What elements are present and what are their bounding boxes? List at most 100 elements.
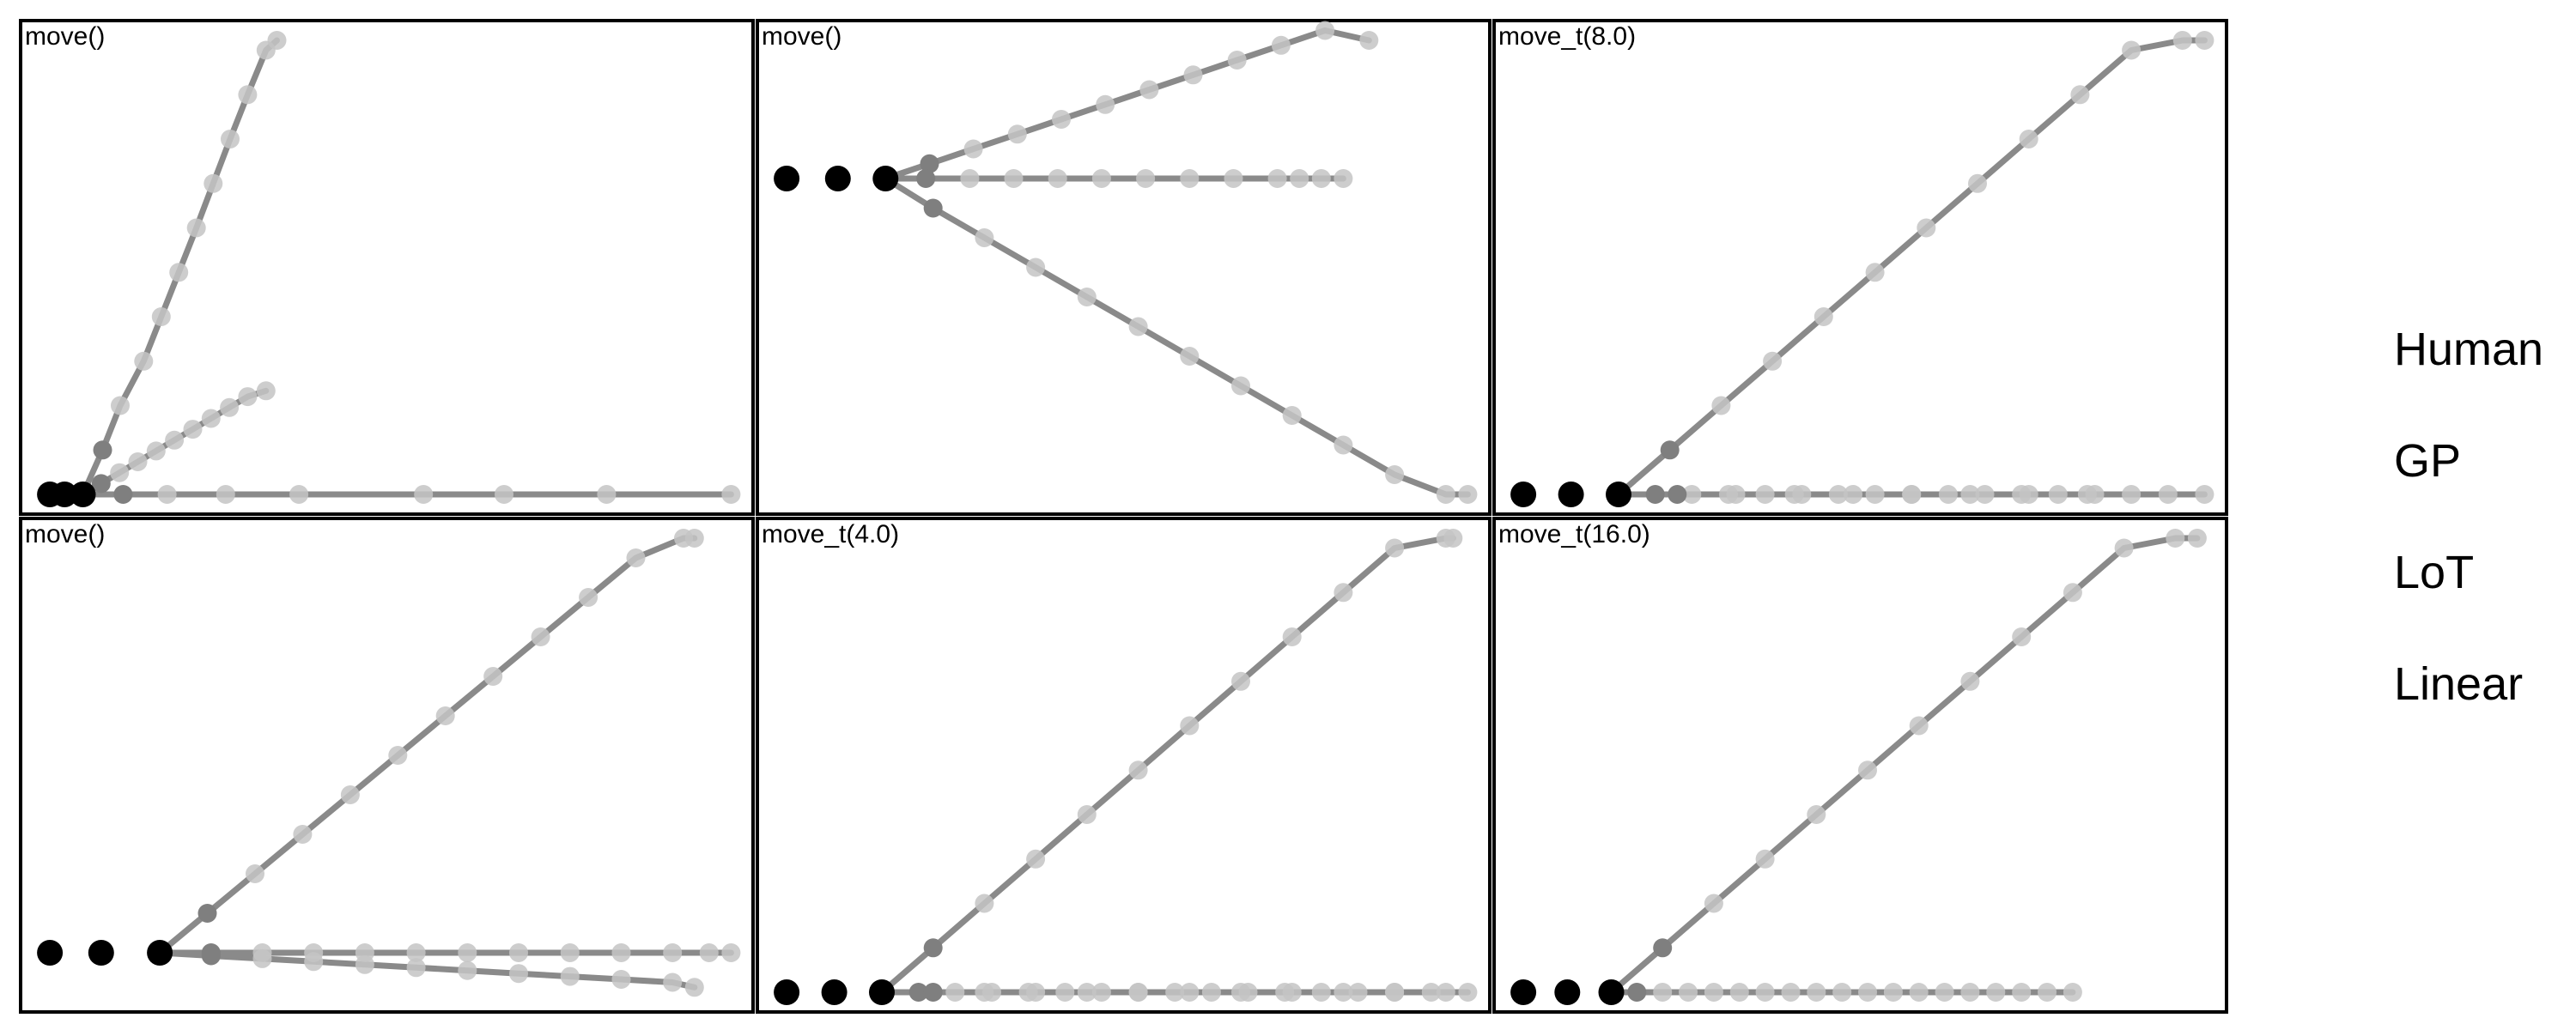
panel-4-series-2-point xyxy=(1385,983,1405,1002)
panel-3-series-1-point xyxy=(509,943,528,962)
panel-0-series-2-point xyxy=(157,485,177,504)
panel-0-series-2-point xyxy=(216,485,235,504)
panel-0-series-2-point xyxy=(495,485,513,504)
panel-5-series-0-line xyxy=(1608,535,2201,996)
panel-1-series-1-point xyxy=(1224,169,1243,188)
panel-3-series-1-point xyxy=(458,943,477,962)
panel-5-series-0-point xyxy=(1909,716,1929,736)
panel-0-series-1-point xyxy=(220,397,240,417)
panel-5-series-1-point xyxy=(1653,983,1673,1002)
panel-5-series-1-point xyxy=(1858,983,1877,1002)
panel-3-title: move() xyxy=(25,520,105,548)
panel-2-series-1-point xyxy=(2158,485,2178,504)
panel-0-series-2-point xyxy=(113,485,133,504)
panel-3-series-0-point xyxy=(340,785,360,804)
panel-4-context-point xyxy=(821,979,848,1005)
panel-0-series-0-point xyxy=(134,351,154,371)
panel-3-series-0-point xyxy=(293,825,313,844)
panel-5-series-1-point xyxy=(1909,983,1929,1002)
panel-4-series-1-point xyxy=(1311,983,1331,1002)
panel-0-title: move() xyxy=(25,22,105,51)
panel-3-series-0-point xyxy=(579,588,598,607)
panel-1-series-2-point xyxy=(1180,347,1200,366)
panel-1-series-1-point xyxy=(1004,169,1024,188)
panel-4-series-0-line xyxy=(878,535,1456,996)
panel-4-series-2-point xyxy=(1282,983,1302,1002)
panel-2-series-0-point xyxy=(1814,307,1833,326)
panel-5-series-0-point xyxy=(2012,627,2032,646)
panel-4-series-2-point xyxy=(923,983,943,1002)
panel-3-series-0-point xyxy=(626,548,646,567)
panel-0-series-1-point xyxy=(128,452,148,471)
panel-5-series-1-point xyxy=(1679,983,1698,1002)
panel-1-series-0-point xyxy=(1096,94,1115,114)
panel-5-series-0-point xyxy=(1755,849,1775,869)
panel-3-series-0-point xyxy=(246,864,264,883)
panel-0-series-1-point xyxy=(183,420,203,439)
panel-5-series-1-point xyxy=(1960,983,1980,1002)
panel-4-series-1-point xyxy=(1348,983,1368,1002)
panel-3-series-0-line xyxy=(156,535,698,956)
panel-2-context-point xyxy=(1510,482,1537,507)
panel-4-series-2-point xyxy=(1334,983,1353,1002)
panel-5: move_t(16.0) xyxy=(1492,517,2228,1014)
panel-4-series-2-point xyxy=(1077,983,1097,1002)
panel-4-series-1-point xyxy=(1091,983,1111,1002)
panel-2-series-0-point xyxy=(2019,130,2038,148)
panel-1-series-0-point xyxy=(963,139,983,159)
panel-1-frame xyxy=(756,19,1492,516)
panel-2-series-1-point xyxy=(1938,485,1958,504)
panel-3-series-0-point xyxy=(684,529,704,548)
panel-1-series-0-point xyxy=(1359,31,1379,50)
panel-2-series-2-point xyxy=(1960,485,1980,504)
panel-0-series-0-point xyxy=(267,31,287,50)
panel-4-series-0-point xyxy=(1334,583,1353,603)
panel-3-series-0-point xyxy=(388,746,408,765)
panel-1-series-1-point xyxy=(1290,169,1309,188)
legend-label-gp: GP xyxy=(2394,435,2461,487)
panel-2-series-1-point xyxy=(1828,485,1848,504)
panel-0-series-2-point xyxy=(597,485,617,504)
panel-4-series-1-point xyxy=(1421,983,1441,1002)
panel-1-series-0-point xyxy=(1315,21,1335,40)
panel-3-series-0-point xyxy=(435,706,455,725)
panel-4-series-2-point xyxy=(1436,983,1455,1002)
panel-1-series-0-line xyxy=(882,27,1372,182)
panel-1-series-1-point xyxy=(960,169,980,188)
legend-label-human: Human xyxy=(2394,324,2543,375)
panel-1-series-2-point xyxy=(975,228,994,247)
panel-1-series-1-point xyxy=(1311,169,1331,188)
panel-5-series-1-point xyxy=(1781,983,1801,1002)
panel-2-title: move_t(8.0) xyxy=(1498,22,1636,51)
panel-2-series-0-point xyxy=(2195,31,2215,50)
panel-3-series-1-point xyxy=(721,943,741,962)
panel-4-series-0-point xyxy=(975,894,994,913)
panel-5-series-0-point xyxy=(1807,805,1826,824)
panel-5-series-0-point xyxy=(2063,583,2082,603)
panel-1-series-2-point xyxy=(923,198,943,218)
legend: Human GP LoT Linear xyxy=(2394,324,2543,710)
panel-2-series-0-point xyxy=(2122,40,2142,60)
panel-5-series-1-point xyxy=(1832,983,1852,1002)
panel-4-series-0-point xyxy=(1026,849,1046,869)
panel-0-series-0-point xyxy=(169,263,189,282)
panel-5-series-0-point xyxy=(1858,760,1877,780)
panel-4-series-2-point xyxy=(1180,983,1200,1002)
panel-1-context-point xyxy=(872,166,899,191)
panel-1-series-0-point xyxy=(1139,80,1159,100)
panel-5-series-1-point xyxy=(1704,983,1723,1002)
panel-3-series-2-point xyxy=(684,978,704,997)
panel-2-series-1-point xyxy=(1865,485,1885,504)
panel-1-series-2-point xyxy=(1334,435,1353,455)
panel-2-series-1-point xyxy=(1975,485,1995,504)
panel-1-series-2-line xyxy=(882,175,1471,498)
panel-0-series-0-point xyxy=(186,218,206,238)
panel-1-series-2-point xyxy=(1282,406,1302,425)
panel-2-frame xyxy=(1492,19,2228,516)
panel-2-series-2-point xyxy=(2019,485,2038,504)
panel-1-series-1-point xyxy=(1267,169,1287,188)
panel-2-series-0-line xyxy=(1615,37,2208,498)
panel-3-series-1-point xyxy=(560,943,580,962)
panel-5-series-0-point xyxy=(1653,938,1673,958)
panel-4-title: move_t(4.0) xyxy=(762,520,899,548)
